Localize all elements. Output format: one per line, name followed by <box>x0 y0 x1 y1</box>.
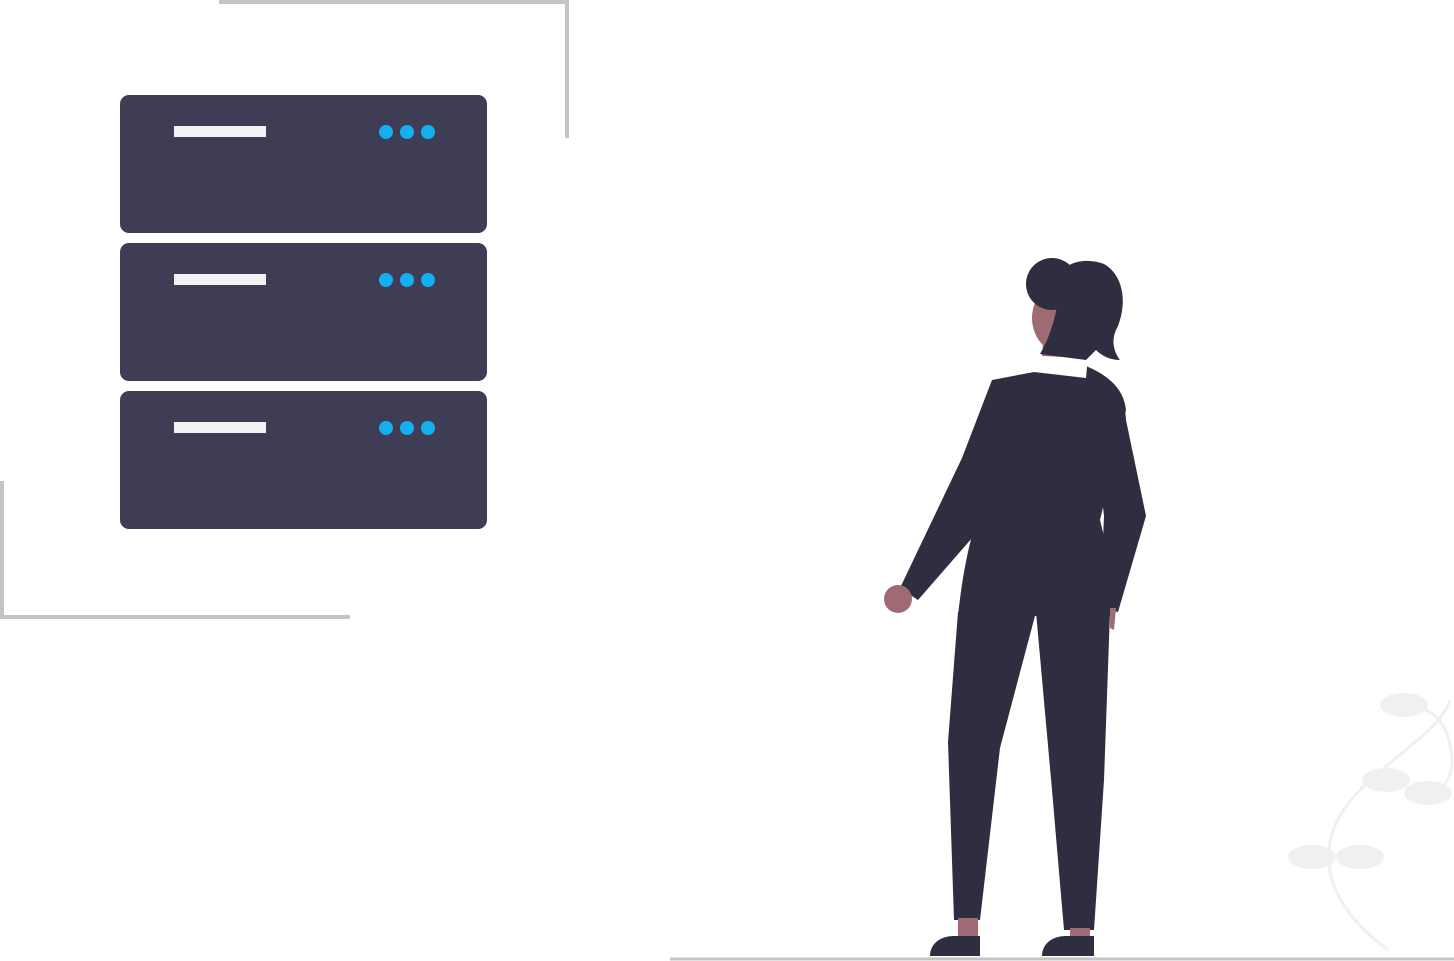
server-unit-1 <box>120 95 487 233</box>
person-icon <box>884 258 1146 956</box>
server-body <box>120 243 487 381</box>
server-unit-2 <box>120 243 487 381</box>
server-drive-slot <box>174 422 266 433</box>
server-unit-3 <box>120 391 487 529</box>
server-drive-slot <box>174 274 266 285</box>
server-indicator-light <box>421 125 435 139</box>
server-indicator-light <box>421 421 435 435</box>
server-indicator-light <box>379 421 393 435</box>
frame-line-bottom-left <box>0 481 350 619</box>
server-indicator-light <box>421 273 435 287</box>
server-body <box>120 95 487 233</box>
plant-icon <box>1288 693 1454 952</box>
server-body <box>120 391 487 529</box>
frame-line-top-right <box>219 0 569 138</box>
server-indicator-light <box>379 125 393 139</box>
server-indicator-light <box>400 125 414 139</box>
server-indicator-light <box>379 273 393 287</box>
server-drive-slot <box>174 126 266 137</box>
server-indicator-light <box>400 421 414 435</box>
server-indicator-light <box>400 273 414 287</box>
frame-lines <box>0 0 569 619</box>
server-rack-icon <box>120 95 487 529</box>
